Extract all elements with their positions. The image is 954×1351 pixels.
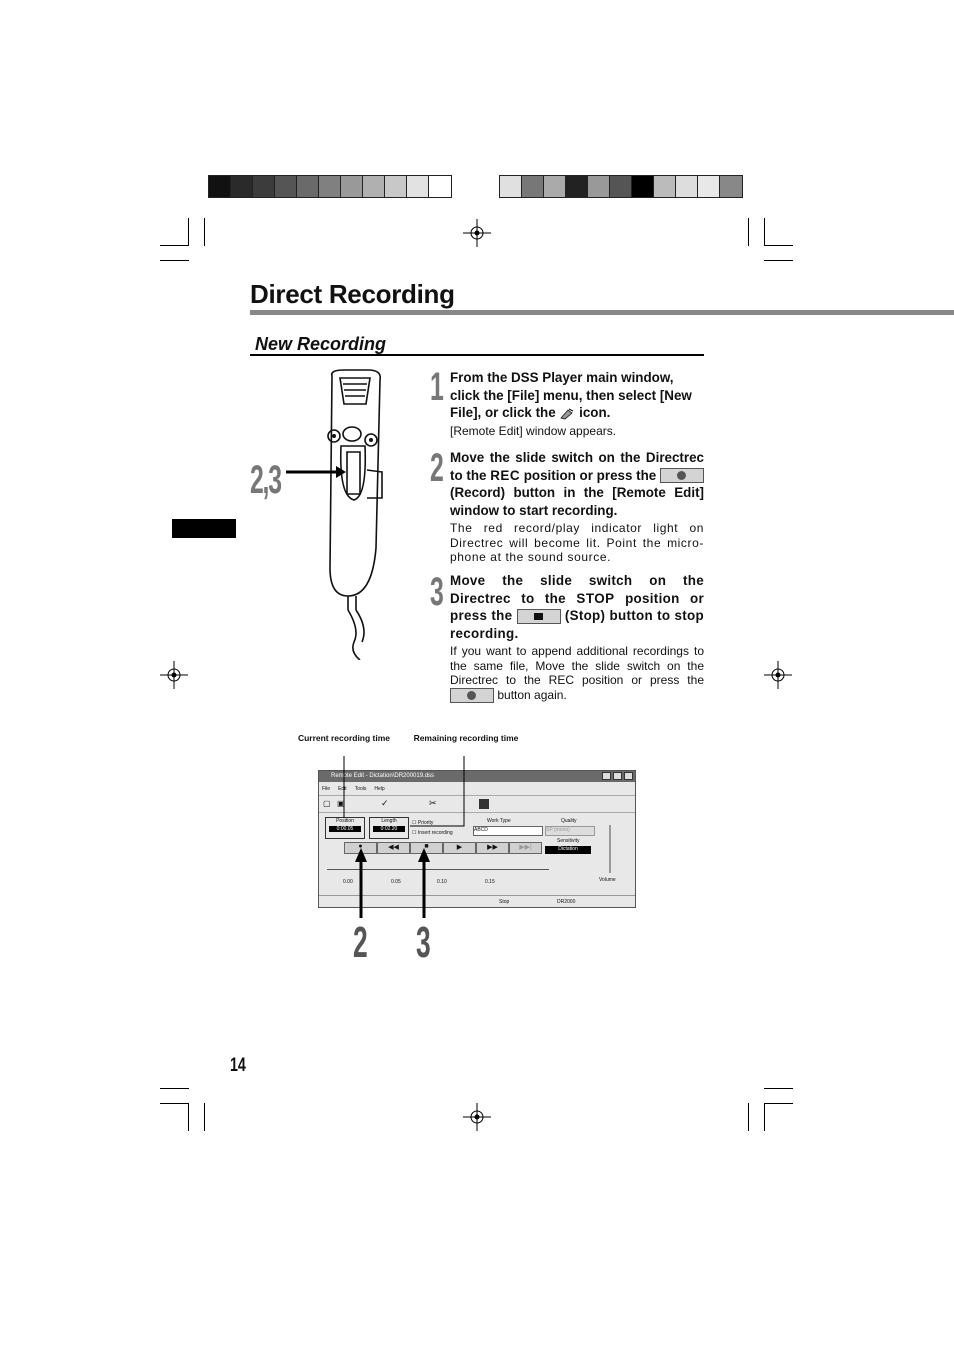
check-icon[interactable]: ✓ (381, 798, 389, 808)
stop-button-image (516, 608, 561, 624)
priority-label: Priority (417, 820, 434, 826)
section-title: New Recording (255, 334, 387, 354)
mic-icon[interactable] (479, 799, 489, 809)
maximize-button[interactable] (613, 772, 622, 780)
quality-select[interactable]: SP (mono) (545, 826, 595, 836)
sensitivity-value: Dictation (558, 846, 578, 852)
cut-icon[interactable]: ✂ (429, 798, 437, 808)
work-type-value: ABCD (474, 827, 488, 833)
priority-checkbox[interactable]: ☐ Priority (412, 820, 434, 826)
timeline-tick-1: 0.05 (391, 879, 401, 885)
stop-icon (533, 612, 543, 620)
work-type-label: Work Type (487, 818, 511, 824)
length-box: Length 0:02.20 (369, 817, 409, 839)
step-2-text-b: position or press the (523, 467, 657, 483)
status-stop: Stop (499, 899, 510, 905)
stop-button[interactable]: ■ (410, 842, 443, 854)
step-2-text-c: (Record) button in the [Remote Edit] win… (450, 485, 704, 518)
chapter-tab (172, 519, 236, 538)
figure-callout: 2,3 (250, 458, 282, 502)
work-type-select[interactable]: ABCD (473, 826, 543, 836)
step-3-text-c: (Stop) button to stop recording. (450, 608, 705, 641)
volume-label: Volume (599, 877, 616, 883)
close-button[interactable] (624, 772, 633, 780)
timeline-slider[interactable] (327, 863, 549, 870)
step-1-note: [Remote Edit] window appears. (450, 423, 617, 438)
menu-help[interactable]: Help (374, 786, 385, 792)
step-3-text-b: position or press the (450, 590, 704, 624)
title-rule (250, 310, 954, 315)
timeline-tick-0: 0.00 (343, 879, 353, 885)
quality-label: Quality (561, 818, 577, 824)
position-value: 0:00.05 (329, 826, 361, 832)
menu-file[interactable]: File (322, 786, 331, 792)
step-1-text-end: icon. (579, 405, 611, 420)
step-3: Move the slide switch on the Directrec t… (450, 572, 704, 703)
play-button[interactable]: ▶ (443, 842, 476, 854)
label-remaining-time: Remaining recording time (413, 733, 519, 743)
volume-slider[interactable] (609, 825, 611, 873)
status-bar: Stop DR2000 (319, 895, 635, 907)
rec-label: REC (490, 467, 520, 483)
arrow-label-2: 2 (353, 918, 368, 967)
new-icon[interactable]: ▢ (323, 799, 331, 808)
menu-edit[interactable]: Edit (338, 786, 347, 792)
directrec-illustration (286, 369, 383, 660)
window-title: Remote Edit - Dictation\DR200019.dss (331, 773, 435, 779)
page-number: 14 (230, 1055, 246, 1076)
rewind-button[interactable]: ◀◀ (377, 842, 410, 854)
insert-label: Insert recording (417, 830, 453, 836)
color-bar-left (208, 175, 452, 198)
minimize-button[interactable] (602, 772, 611, 780)
position-label: Position (336, 818, 354, 824)
step-2-number: 2 (430, 446, 444, 490)
step-1-text: From the DSS Player main window, click t… (450, 370, 692, 420)
timeline-tick-3: 0.15 (485, 879, 495, 885)
record-button-image-2 (450, 687, 494, 703)
insert-checkbox[interactable]: ☐ Insert recording (412, 830, 453, 836)
record-icon (677, 471, 686, 481)
status-device: DR2000 (557, 899, 576, 905)
fast-forward-button[interactable]: ▶▶ (476, 842, 509, 854)
length-value: 0:02.20 (373, 826, 405, 832)
position-box: Position 0:00.05 (325, 817, 365, 839)
length-label: Length (381, 818, 397, 824)
sensitivity-select[interactable]: Dictation (545, 846, 591, 854)
stop-label: STOP (576, 590, 615, 606)
step-2-text-a: Move the slide switch on the Directrec t… (450, 450, 704, 483)
step-3-text-a: Move the slide switch on the Directrec t… (450, 573, 704, 606)
remote-edit-window: Remote Edit - Dictation\DR200019.dss Fil… (318, 770, 636, 908)
step-3-note-a: If you want to append additional recordi… (450, 644, 704, 687)
step-2-note: The red record/play indicator light on D… (450, 521, 704, 564)
menu-bar: File Edit Tools Help (322, 786, 385, 792)
color-bar-right (499, 175, 743, 198)
section-rule (250, 354, 704, 356)
record-icon (467, 690, 476, 700)
transport-controls: ● ◀◀ ■ ▶ ▶▶ ▶▶| (344, 842, 542, 854)
label-current-time: Current recording time (297, 733, 391, 743)
new-file-icon (560, 408, 574, 420)
arrow-label-3: 3 (416, 918, 431, 967)
save-icon[interactable]: ▣ (337, 799, 345, 808)
step-3-note-b: button again. (497, 687, 567, 702)
sensitivity-label: Sensitivity (557, 838, 580, 844)
record-button-image (660, 468, 704, 484)
step-1-number: 1 (430, 365, 444, 409)
step-1: From the DSS Player main window, click t… (450, 369, 704, 438)
menu-tools[interactable]: Tools (354, 786, 367, 792)
toolbar: ▢ ▣ ✓ ✂ (319, 795, 635, 813)
skip-end-button[interactable]: ▶▶| (509, 842, 542, 854)
page-title: Direct Recording (250, 279, 455, 309)
step-3-number: 3 (430, 570, 444, 614)
step-2: Move the slide switch on the Directrec t… (450, 449, 704, 565)
window-titlebar: Remote Edit - Dictation\DR200019.dss (319, 771, 635, 782)
quality-value: SP (mono) (546, 827, 570, 833)
timeline-tick-2: 0.10 (437, 879, 447, 885)
